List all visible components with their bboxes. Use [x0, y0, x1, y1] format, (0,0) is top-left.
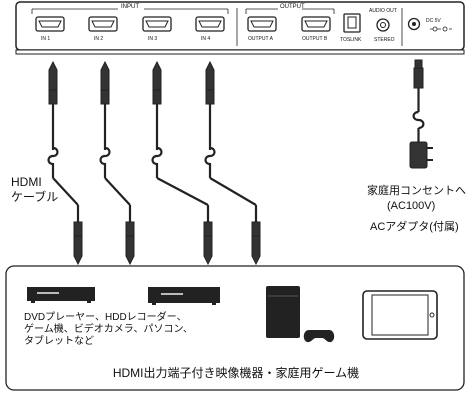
hdmi-cable-label-line2: ケーブル: [11, 190, 59, 204]
toslink-port-icon: [343, 13, 361, 33]
port-label-output-b: OUTPUT B: [302, 36, 328, 42]
hdmi-cable-label-line1: HDMI: [11, 175, 42, 189]
adapter-label-line3: ACアダプタ(付属): [370, 221, 459, 233]
hdmi-port-icon-output-a: [247, 16, 277, 32]
output-bracket: [245, 8, 335, 14]
devices-description-line2: ゲーム機、ビデオカメラ、パソコン、: [24, 324, 193, 335]
hdmi-cable-3: [151, 60, 213, 266]
dc-jack-icon: [407, 17, 452, 32]
devices-description-line3: タブレットなど: [24, 336, 94, 347]
port-label-in3: IN 3: [148, 36, 158, 42]
ac-adapter: [409, 59, 433, 169]
devices-footer-label: HDMI出力端子付き映像機器・家庭用ゲーム機: [112, 366, 360, 380]
port-label-in4: IN 4: [201, 36, 211, 42]
hdmi-port-icon-in1: [35, 16, 65, 32]
devices-description: DVDプレーヤー、HDDレコーダー、 ゲーム機、ビデオカメラ、パソコン、 タブレ…: [24, 312, 193, 348]
device-frame: [5, 265, 465, 391]
hdmi-port-icons: [35, 16, 331, 32]
stereo-jack-icon: [376, 18, 390, 32]
adapter-label-line2: (AC100V): [387, 200, 436, 212]
input-header: INPUT: [121, 4, 139, 10]
hdmi-cable-label: HDMI ケーブル: [11, 175, 58, 205]
devices-description-line1: DVDプレーヤー、HDDレコーダー、: [24, 312, 187, 323]
input-bracket: [31, 8, 229, 14]
hdd-recorder-icon: [148, 287, 220, 305]
dvd-player-icon: [27, 287, 95, 303]
panel-base: [15, 49, 465, 55]
port-label-stereo: STEREO: [374, 37, 395, 43]
hdmi-cable-4: [204, 60, 261, 266]
output-header: OUTPUT: [280, 4, 305, 10]
dc-plug: [414, 59, 423, 69]
adapter-label-line1: 家庭用コンセントへ: [367, 185, 466, 197]
hdmi-port-icon-in2: [88, 16, 118, 32]
hdmi-port-icon-output-b: [301, 16, 331, 32]
port-label-in2: IN 2: [94, 36, 104, 42]
hdmi-port-icon-in3: [142, 16, 172, 32]
tablet-icon: [362, 290, 438, 340]
game-console-icon: [266, 286, 335, 343]
hdmi-cables: [47, 60, 261, 266]
port-label-dc5v: DC 5V: [426, 18, 441, 24]
hdmi-cable-1: [47, 60, 83, 266]
hdmi-cable-2: [99, 60, 135, 266]
dc-plug-body: [413, 67, 424, 89]
port-label-in1: IN 1: [41, 36, 51, 42]
adapter-body: [409, 141, 428, 169]
port-label-toslink: TOSLINK: [340, 37, 362, 43]
audio-header: AUDIO OUT: [369, 8, 397, 14]
hdmi-port-icon-in4: [195, 16, 225, 32]
port-label-output-a: OUTPUT A: [248, 36, 273, 42]
